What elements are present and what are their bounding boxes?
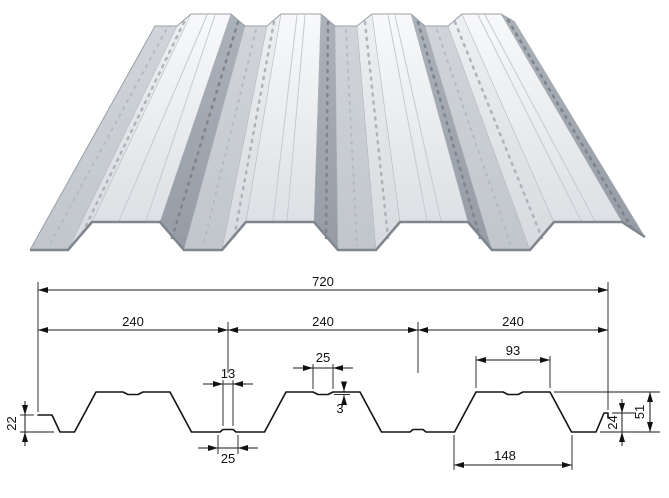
dim-rib-base: 148	[494, 448, 516, 463]
dim-groove-depth: 3	[336, 401, 343, 416]
dim-module-3: 240	[502, 314, 524, 329]
sheet-crest-ridge-lines	[118, 14, 596, 222]
sheet-edges	[29, 13, 646, 252]
sheet-surfaces	[29, 13, 646, 251]
dim-valley-flat: 25	[221, 451, 235, 466]
dim-module-2: 240	[312, 314, 334, 329]
cross-section-drawing: 720 240 240 240 25 13 93 3 25 148 22 24 …	[4, 274, 660, 470]
deck-profile-outline	[37, 391, 609, 433]
dim-right-lip: 24	[605, 415, 620, 429]
deck-3d-render	[29, 13, 646, 252]
dim-valley-rib: 13	[221, 366, 235, 381]
dim-profile-height: 51	[632, 405, 647, 419]
sheet-embossment-dots	[48, 18, 635, 247]
dim-total-width: 720	[312, 274, 334, 289]
dim-rib-top: 93	[506, 343, 520, 358]
dim-left-lip: 22	[4, 416, 19, 430]
dimension-labels: 720 240 240 240 25 13 93 3 25 148 22 24 …	[4, 274, 647, 466]
dim-top-groove: 25	[316, 350, 330, 365]
dim-module-1: 240	[122, 314, 144, 329]
dimension-lines	[20, 282, 660, 470]
